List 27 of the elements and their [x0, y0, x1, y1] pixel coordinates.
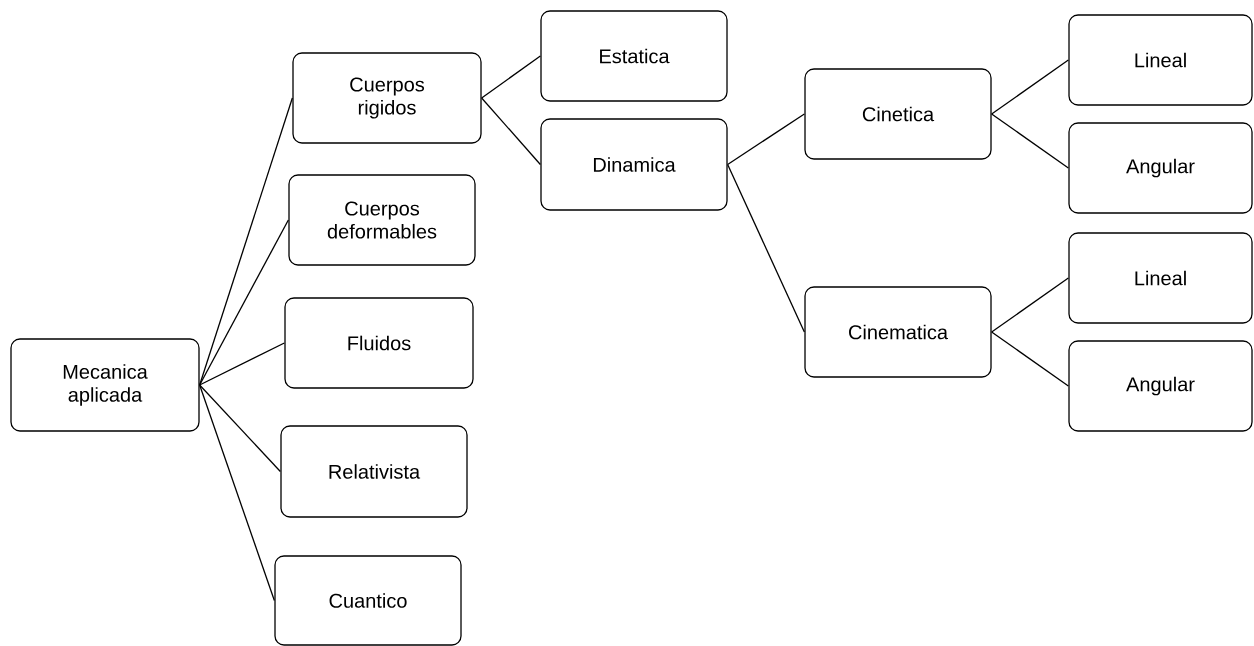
- box: Cuerpos rigidos: [292, 52, 482, 144]
- connector-line: [991, 59, 1069, 115]
- connector-line: [199, 97, 293, 386]
- connector-line: [481, 55, 541, 99]
- box: Cuerpos deformables: [288, 174, 476, 266]
- box: Estatica: [540, 10, 728, 102]
- box: Angular: [1068, 122, 1253, 214]
- connector-line: [199, 219, 289, 386]
- box: Lineal: [1068, 232, 1253, 324]
- connector-line: [481, 97, 541, 166]
- connector-line: [727, 163, 805, 333]
- connector-line: [199, 384, 275, 602]
- box: Relativista: [280, 425, 468, 518]
- connector-line: [991, 113, 1069, 169]
- box: Mecanica aplicada: [10, 338, 200, 432]
- connector-line: [991, 331, 1069, 387]
- box: Cuantico: [274, 555, 462, 646]
- connector-line: [199, 384, 281, 473]
- box: Cinetica: [804, 68, 992, 160]
- box: Lineal: [1068, 14, 1253, 106]
- box: Fluidos: [284, 297, 474, 389]
- box: Cinematica: [804, 286, 992, 378]
- connector-line: [727, 113, 805, 166]
- box: Angular: [1068, 340, 1253, 432]
- box: Dinamica: [540, 118, 728, 211]
- connector-line: [199, 342, 285, 386]
- connector-line: [991, 277, 1069, 333]
